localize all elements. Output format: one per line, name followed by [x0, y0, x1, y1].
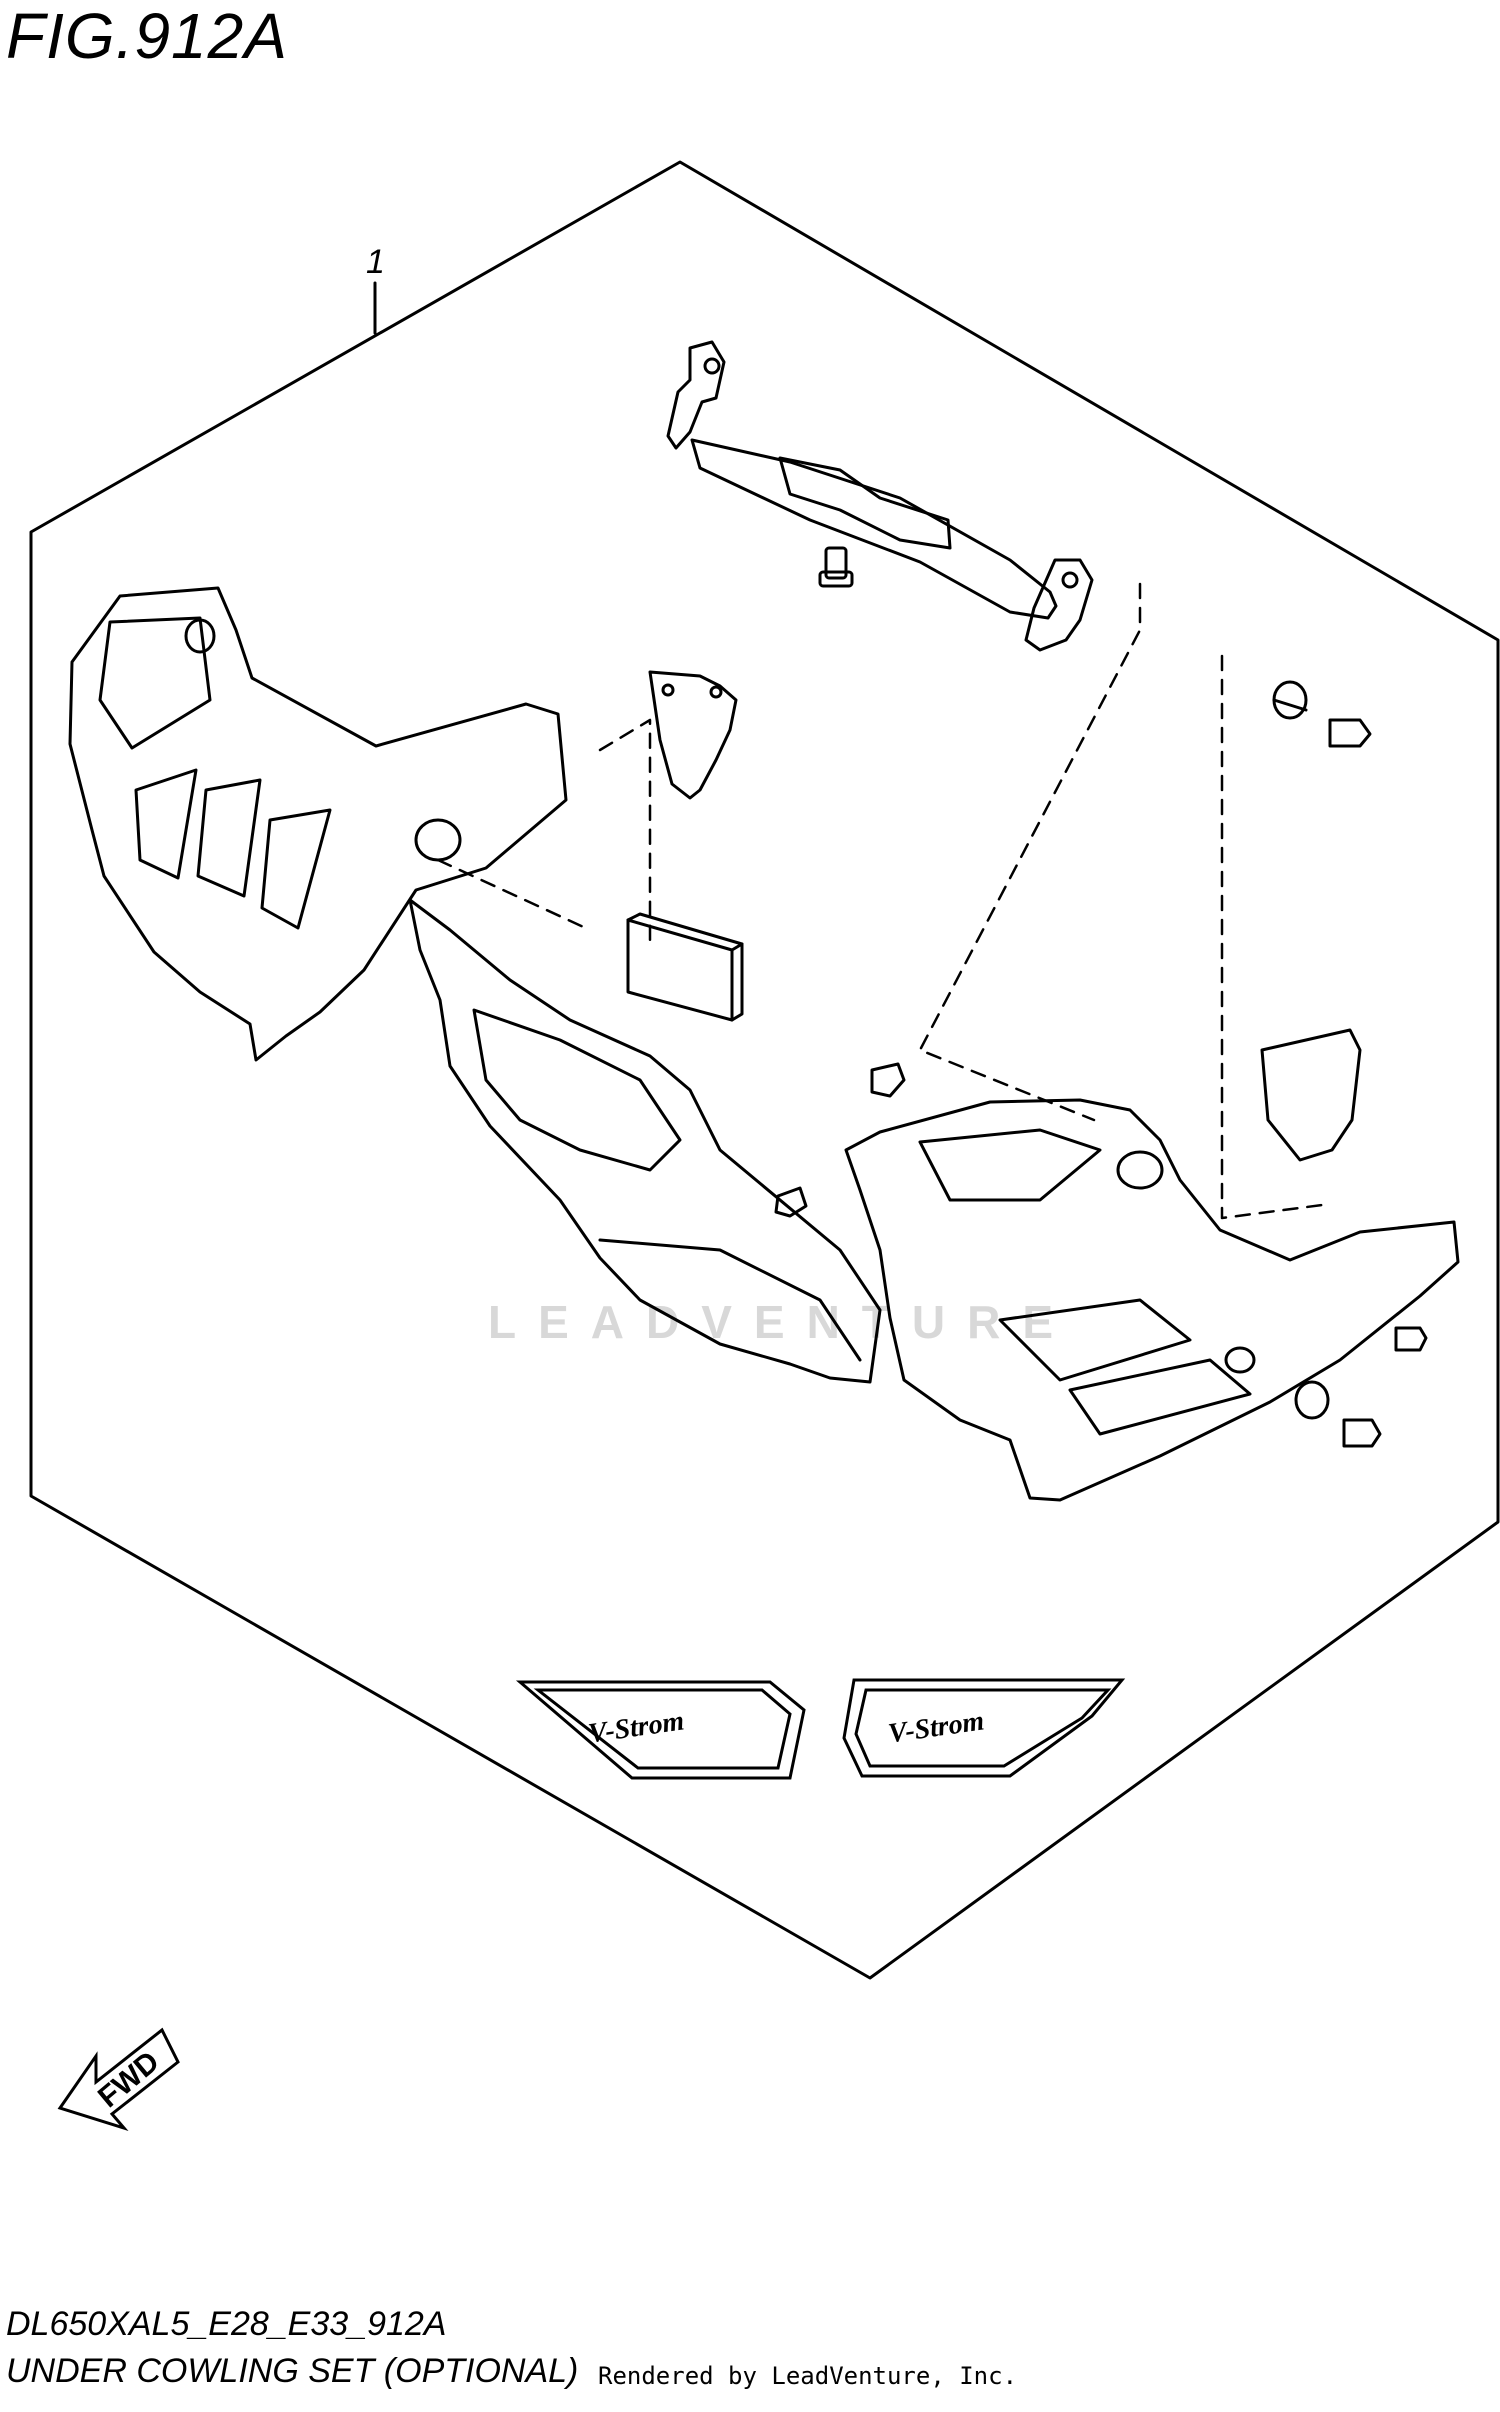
kit-boundary: [29, 160, 1500, 1980]
collar-lower: [1294, 1380, 1330, 1420]
left-cowling: [68, 586, 568, 1062]
screw-center: [774, 1062, 906, 1218]
emblem-left: [515, 1680, 806, 1780]
emblem-right: [842, 1678, 1126, 1778]
bolt-lower-right: [1342, 1326, 1428, 1448]
forward-arrow-icon: [57, 2027, 180, 2131]
part-callout-number: 1: [366, 243, 385, 281]
model-code: DL650XAL5_E28_E33_912A: [6, 2305, 447, 2343]
collar-upper: [1272, 680, 1308, 720]
figure-caption: UNDER COWLING SET (OPTIONAL): [6, 2352, 579, 2390]
leader-lines: [436, 582, 1332, 1220]
left-bracket: [648, 670, 738, 800]
damper-block: [626, 912, 744, 1022]
rendered-by-credit: Rendered by LeadVenture, Inc.: [598, 2362, 1018, 2390]
figure-title: FIG.912A: [6, 0, 288, 72]
stay-bracket: [666, 340, 1094, 652]
center-cowling: [408, 898, 882, 1384]
bolt-upper-right: [1328, 718, 1372, 748]
bolt-top: [818, 546, 854, 588]
watermark: LEADVENTURE: [488, 1296, 1076, 1348]
right-cowling: [844, 1098, 1460, 1502]
right-bracket: [1260, 1028, 1362, 1162]
